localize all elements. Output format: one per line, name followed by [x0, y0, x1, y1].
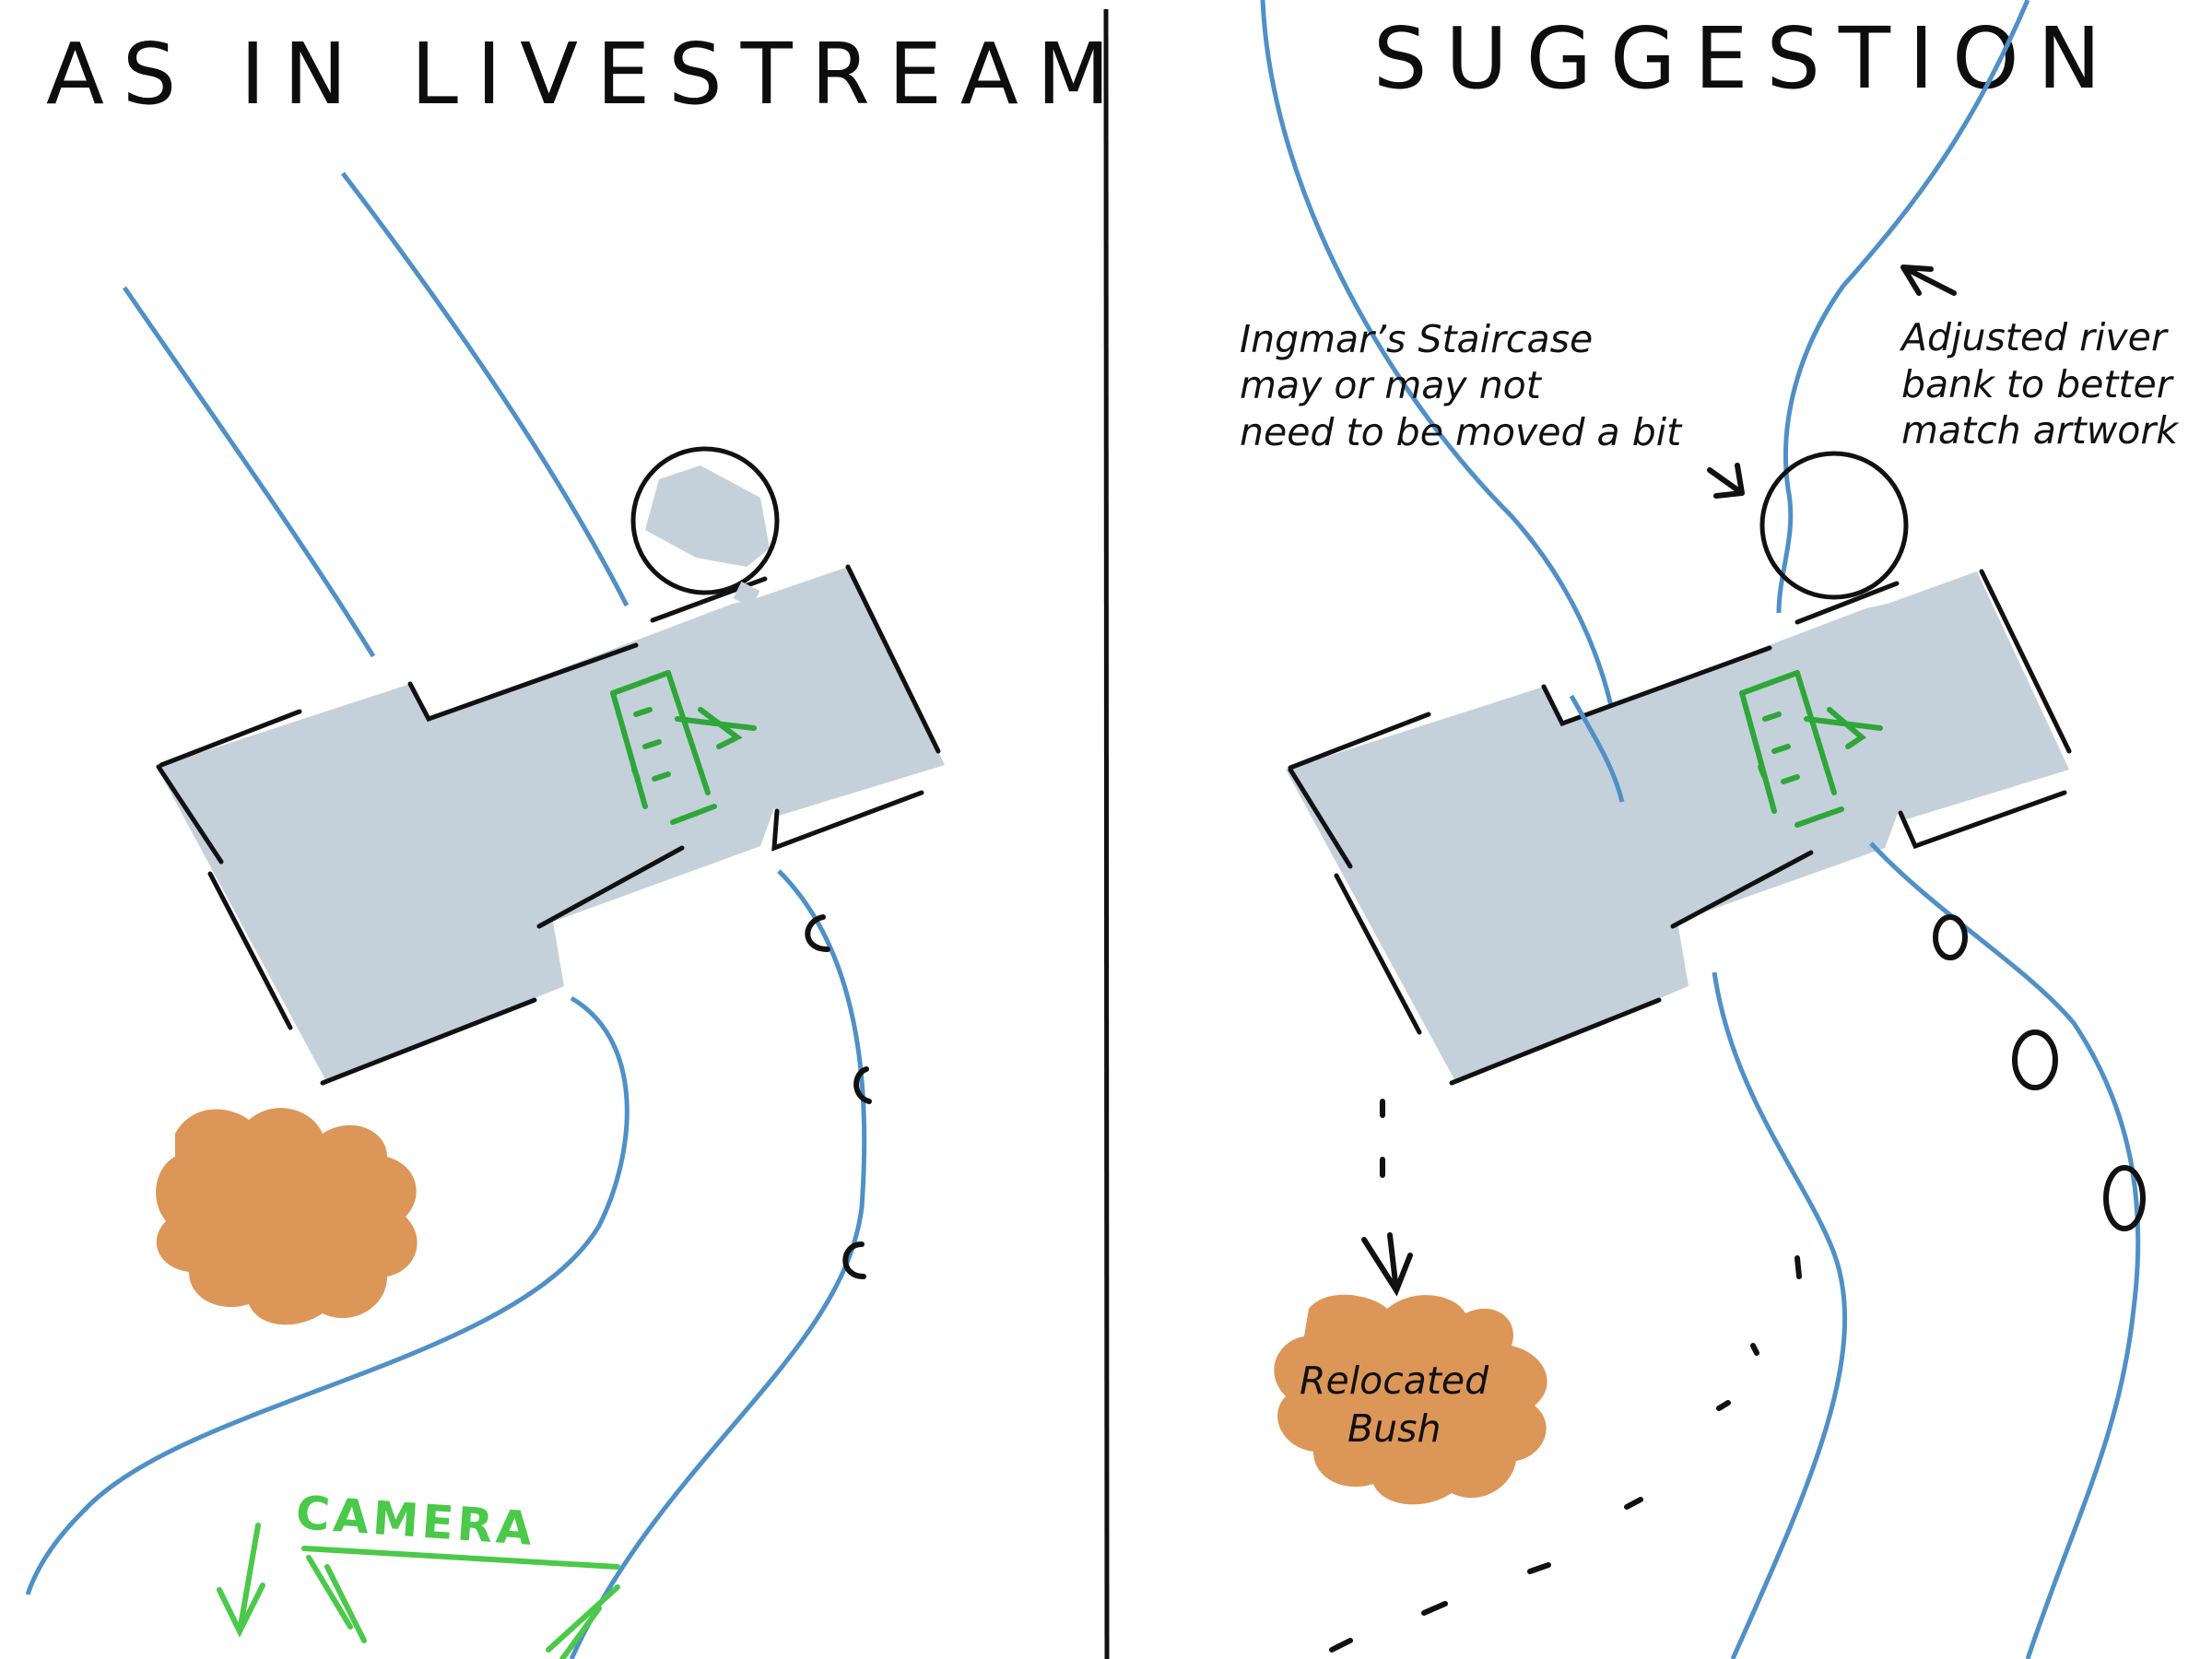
staircase-icon: [1739, 670, 1883, 828]
left-panel: AS IN LIVESTREAM: [25, 25, 1128, 1659]
bush-note-line: Relocated: [1300, 1359, 1489, 1403]
river-line: [1776, 0, 2030, 614]
camera-label: CAMERA: [294, 1486, 537, 1556]
camera-icon: [217, 1523, 620, 1659]
building-footprint: [157, 567, 945, 1083]
left-panel-title: AS IN LIVESTREAM: [46, 25, 1128, 124]
river-note-line: match artwork: [1901, 408, 2180, 453]
river-note-arrow: [1900, 265, 1957, 296]
right-panel: SUGGESTION: [1240, 0, 2180, 1659]
staircase-circle: [630, 446, 780, 595]
staircase-circle-fill: [645, 465, 770, 567]
river-line: [341, 171, 629, 607]
staircase-circle: [1759, 451, 1909, 600]
relocation-arrow: [1361, 1232, 1413, 1297]
river-line: [1712, 971, 1848, 1659]
river-line: [1869, 841, 2141, 1659]
river-post-marks: [1933, 914, 2146, 1231]
river-line: [569, 869, 867, 1659]
staircase-icon: [610, 670, 757, 825]
river-line: [1260, 0, 1625, 803]
bush-note-line: Bush: [1347, 1406, 1441, 1451]
panel-divider: [1103, 8, 1110, 1659]
river-note-line: bank to better: [1901, 362, 2174, 406]
river-post-marks: [805, 914, 872, 1279]
staircase-note-line: need to be moved a bit: [1240, 410, 1683, 454]
river-note-line: Adjusted river: [1899, 315, 2169, 359]
dashed-path: [1329, 1099, 1802, 1653]
building-footprint: [1286, 571, 2069, 1083]
bush-icon: [156, 1108, 418, 1325]
staircase-note-line: may or may not: [1240, 363, 1543, 407]
bush-icon: [1274, 1294, 1547, 1505]
staircase-note-line: Ingmar’s Staircase: [1240, 317, 1593, 361]
river-line: [25, 995, 629, 1595]
right-panel-title: SUGGESTION: [1373, 9, 2119, 108]
river-line: [122, 286, 376, 658]
staircase-note-arrow: [1707, 463, 1745, 499]
